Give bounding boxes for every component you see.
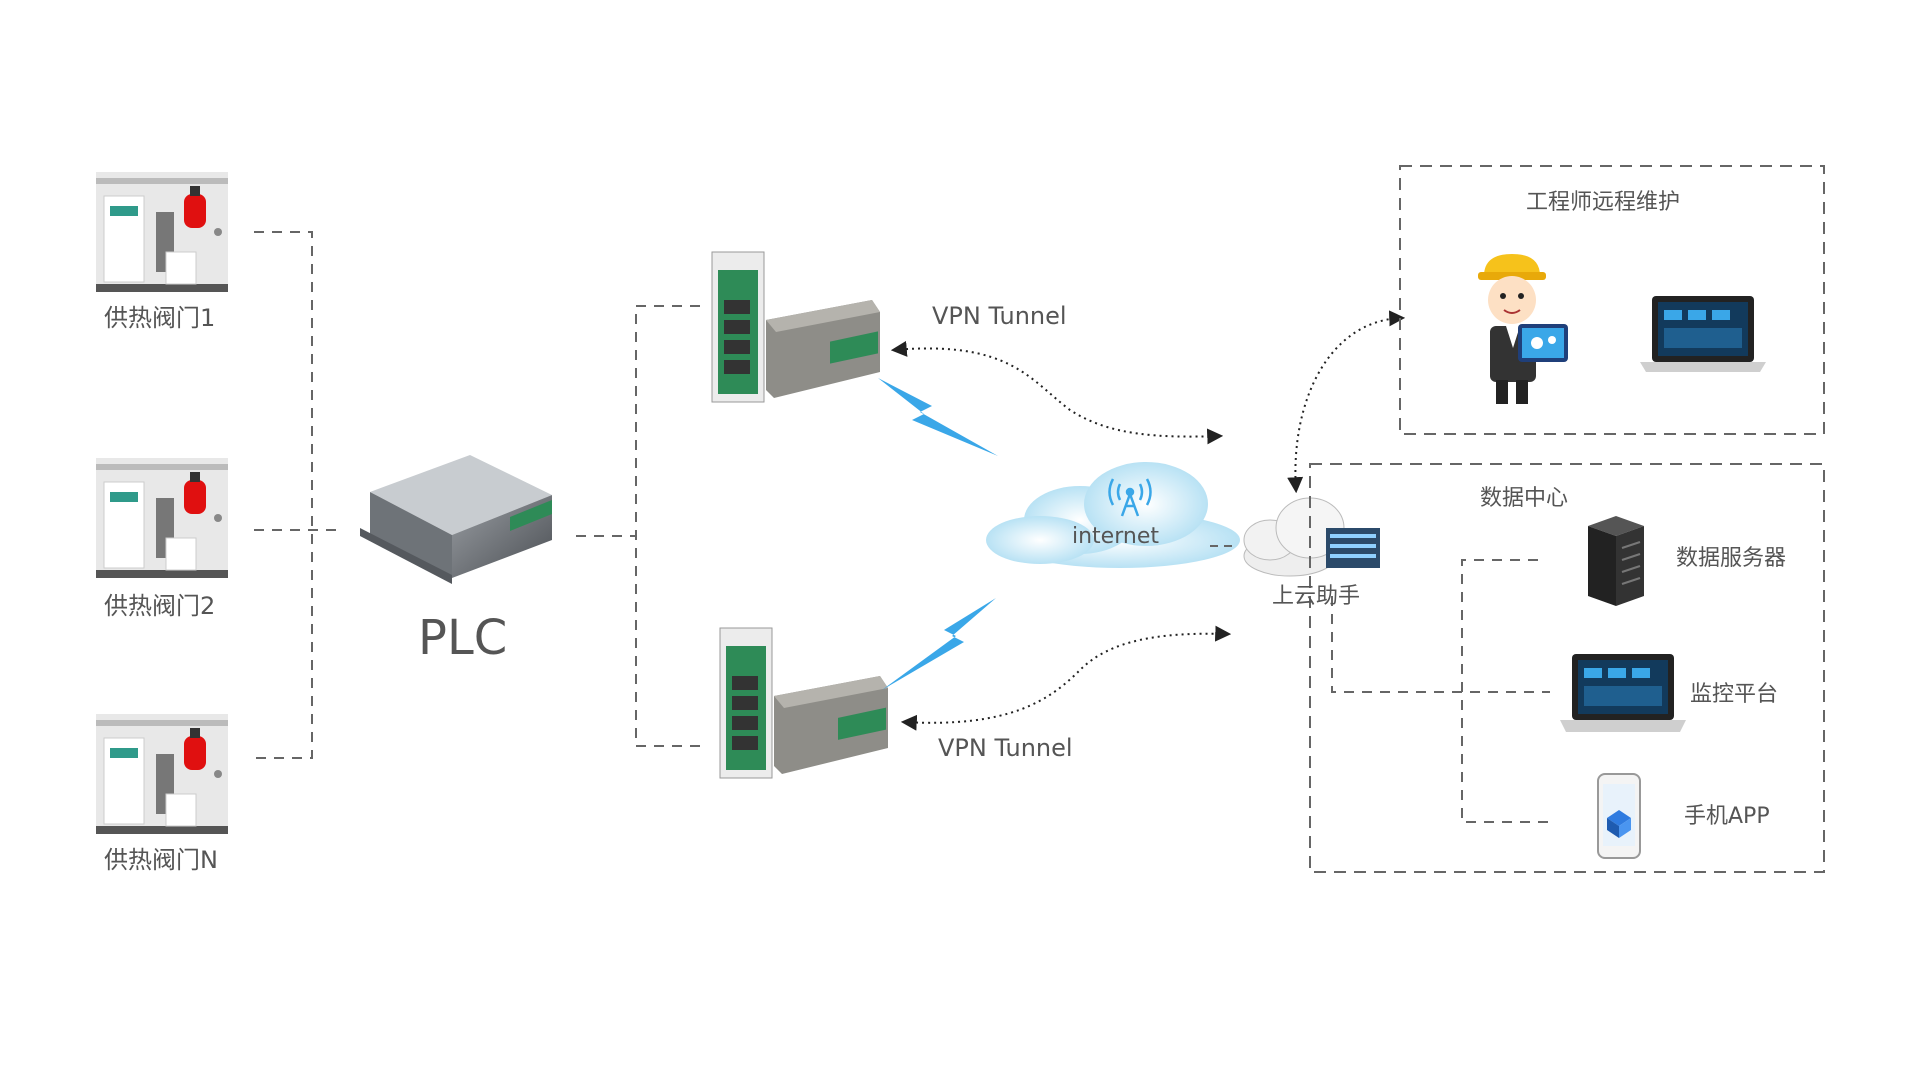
engineer-box-title: 工程师远程维护 xyxy=(1526,190,1681,215)
laptop-icon xyxy=(1640,296,1766,372)
valve-icon xyxy=(96,714,228,834)
valve-icon xyxy=(96,172,228,292)
monitor-laptop-icon xyxy=(1560,654,1686,732)
plc-device-icon xyxy=(360,455,552,584)
router-top-icon xyxy=(711,251,880,403)
vpn-tunnel-lines xyxy=(890,340,1232,731)
valve-label-2: 供热阀门2 xyxy=(104,592,216,620)
vpn-tunnel-top-label: VPN Tunnel xyxy=(932,302,1067,330)
plc-router-connectors xyxy=(576,305,708,747)
antenna-icon xyxy=(1108,478,1152,517)
engineer-link-line xyxy=(1287,310,1406,494)
mobile-app-label: 手机APP xyxy=(1684,804,1770,829)
lightning-icon xyxy=(878,378,998,456)
data-center-title: 数据中心 xyxy=(1480,486,1569,511)
phone-icon xyxy=(1597,773,1641,859)
server-label: 数据服务器 xyxy=(1676,546,1787,571)
valve-icon xyxy=(96,458,228,578)
cloud-assistant-icon xyxy=(1243,497,1380,577)
vpn-tunnel-bottom-label: VPN Tunnel xyxy=(938,734,1073,762)
router-bottom-icon xyxy=(719,627,888,779)
valve-plc-connectors xyxy=(254,231,342,759)
valve-label-1: 供热阀门1 xyxy=(104,304,216,332)
monitor-platform-label: 监控平台 xyxy=(1690,682,1779,707)
data-center-box xyxy=(1309,463,1825,873)
valve-label-n: 供热阀门N xyxy=(104,846,218,874)
internet-label: internet xyxy=(1072,524,1159,549)
engineer-box xyxy=(1399,165,1825,435)
server-icon xyxy=(1588,516,1644,606)
lightning-icon xyxy=(882,598,996,690)
cloud-assistant-label: 上云助手 xyxy=(1272,584,1361,609)
internet-cloud-icon xyxy=(986,462,1240,568)
plc-label: PLC xyxy=(418,610,508,666)
data-center-connectors xyxy=(1331,559,1550,823)
engineer-avatar-icon xyxy=(1478,254,1568,404)
